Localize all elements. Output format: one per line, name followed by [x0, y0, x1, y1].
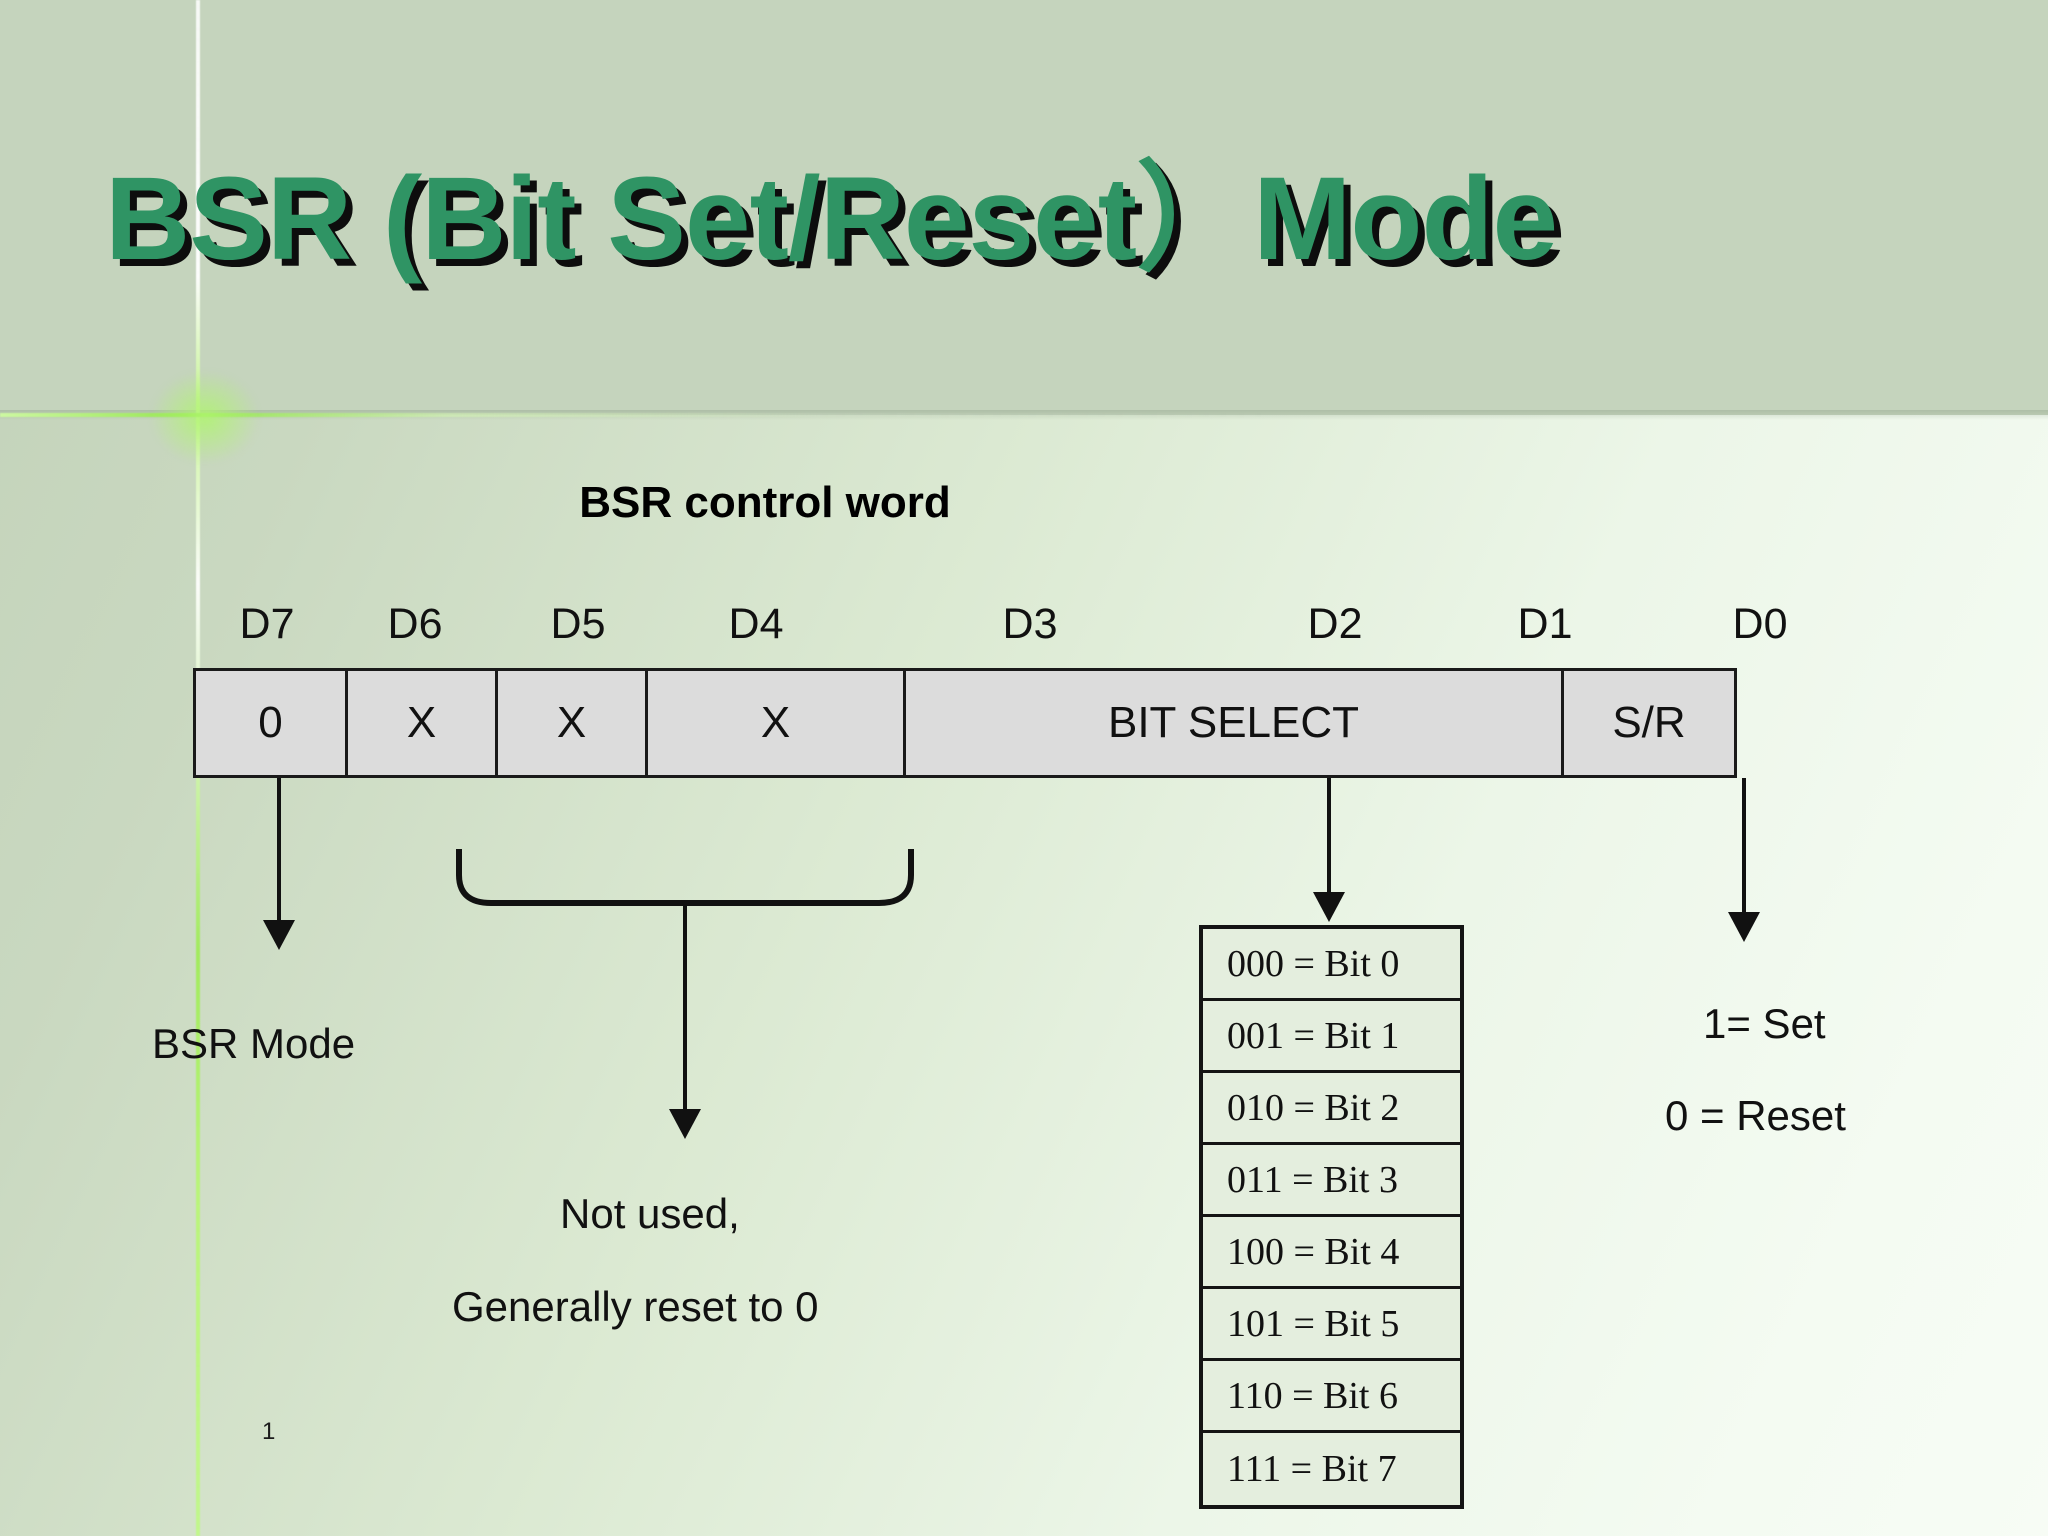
- connector-notused-line: [683, 903, 687, 1115]
- bit-select-table: 000 = Bit 0 001 = Bit 1 010 = Bit 2 011 …: [1199, 925, 1464, 1509]
- annotation-sr-reset: 0 = Reset: [1665, 1092, 1846, 1139]
- control-word-cell-d4[interactable]: X: [648, 671, 906, 775]
- bit-select-row-4: 100 = Bit 4: [1203, 1217, 1460, 1289]
- annotation-bsr-mode: BSR Mode: [152, 1020, 356, 1067]
- bit-label-d6: D6: [387, 600, 443, 648]
- bit-label-d0: D0: [1732, 600, 1788, 648]
- bit-select-row-2: 010 = Bit 2: [1203, 1073, 1460, 1145]
- control-word-table: 0 X X X BIT SELECT S/R: [193, 668, 1737, 778]
- accent-horizontal-line: [0, 413, 2048, 417]
- bit-label-d5: D5: [550, 600, 606, 648]
- control-word-cell-d6[interactable]: X: [348, 671, 498, 775]
- bit-label-d2: D2: [1307, 600, 1363, 648]
- title-band: [0, 0, 2048, 415]
- control-word-caption: BSR control word: [579, 478, 951, 527]
- control-word-cell-sr[interactable]: S/R: [1564, 671, 1734, 775]
- bit-select-row-7: 111 = Bit 7: [1203, 1433, 1460, 1505]
- slide-number: 1: [262, 1418, 276, 1445]
- connector-d7-line: [277, 778, 281, 926]
- annotation-not-used-line2: Generally reset to 0: [452, 1283, 819, 1330]
- annotation-not-used-line1: Not used,: [560, 1190, 740, 1237]
- control-word-cell-bit-select[interactable]: BIT SELECT: [906, 671, 1564, 775]
- bit-select-row-3: 011 = Bit 3: [1203, 1145, 1460, 1217]
- control-word-cell-d7[interactable]: 0: [196, 671, 348, 775]
- bit-label-d3: D3: [1002, 600, 1058, 648]
- connector-notused-arrowhead: [669, 1109, 701, 1139]
- bit-label-d4: D4: [728, 600, 784, 648]
- connector-sr-line: [1742, 778, 1746, 918]
- annotation-sr-set: 1= Set: [1703, 1000, 1826, 1047]
- bit-select-row-5: 101 = Bit 5: [1203, 1289, 1460, 1361]
- connector-bit-select-line: [1327, 778, 1331, 896]
- connector-sr-arrowhead: [1728, 912, 1760, 942]
- bit-select-row-0: 000 = Bit 0: [1203, 929, 1460, 1001]
- accent-crossing-glow: [150, 370, 260, 465]
- control-word-cell-d5[interactable]: X: [498, 671, 648, 775]
- connector-bit-select-arrowhead: [1313, 892, 1345, 922]
- bit-select-row-6: 110 = Bit 6: [1203, 1361, 1460, 1433]
- bit-label-d7: D7: [239, 600, 295, 648]
- bit-select-row-1: 001 = Bit 1: [1203, 1001, 1460, 1073]
- bit-label-d1: D1: [1517, 600, 1573, 648]
- connector-d7-arrowhead: [263, 920, 295, 950]
- page-title: BSR (Bit Set/Reset）Mode: [105, 153, 1558, 285]
